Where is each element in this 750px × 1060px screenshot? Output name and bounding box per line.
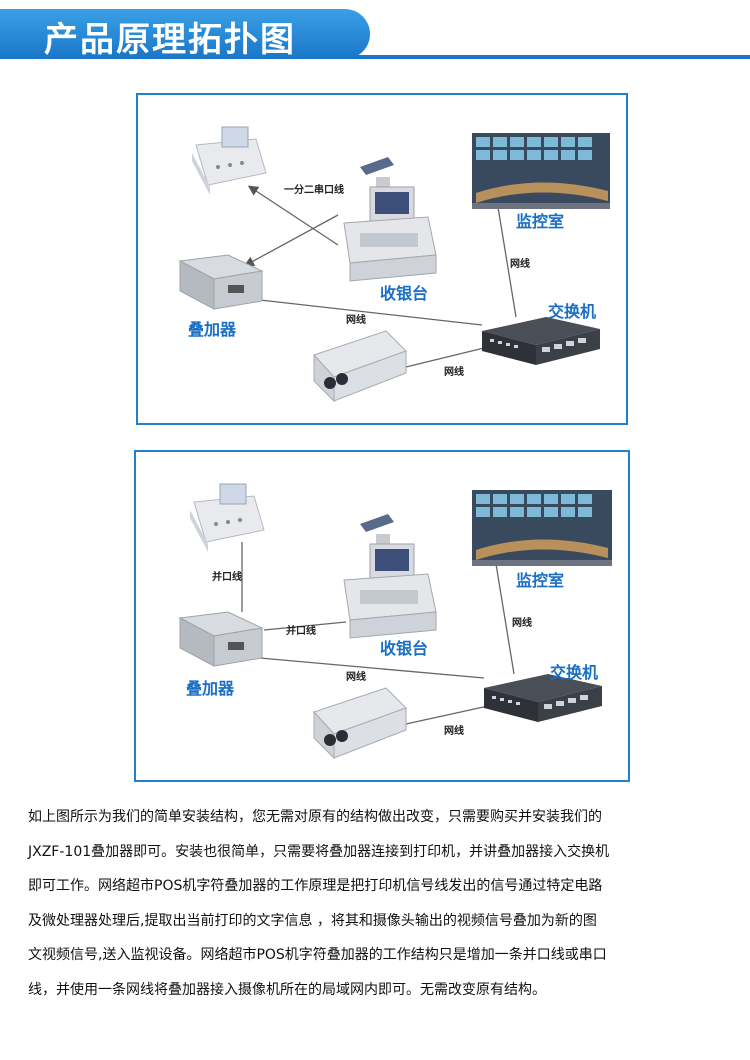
label-net-monitor: 网线 <box>510 257 530 270</box>
description-line: 及微处理器处理后,提取出当前打印的文字信息 ，将其和摄像头输出的视频信号叠加为新… <box>28 912 597 929</box>
page-title: 产品原理拓扑图 <box>44 20 296 60</box>
net-line-overlay-switch <box>259 299 483 326</box>
description-line: 如上图所示为我们的简单安装结构，您无需对原有的结构做出改变，只需要购买并安装我们… <box>28 809 602 825</box>
printer-icon <box>190 483 265 552</box>
description-line: 线，并使用一条网线将叠加器接入摄像机所在的局域网内即可。无需改变原有结构。 <box>28 981 546 998</box>
label-cash-register: 收银台 <box>380 639 428 658</box>
serial-line-to-printer <box>247 185 339 246</box>
label-parallel-cable-register: 并口线 <box>286 624 316 637</box>
label-net-camera: 网线 <box>444 724 464 737</box>
net-line-monitor-switch <box>497 206 517 318</box>
cash-register-icon <box>343 157 437 282</box>
net-line-monitor-switch <box>495 563 515 675</box>
label-switch: 交换机 <box>548 302 596 321</box>
label-monitor-room: 监控室 <box>516 571 564 590</box>
topology-diagram-serial: 监控室 收银台 叠加器 交换机 一分二串口线 网线 网线 网线 <box>136 93 628 425</box>
net-line-overlay-switch <box>259 657 485 679</box>
description-line: JXZF-101叠加器即可。安装也很简单，只需要将叠加器连接到打印机，并讲叠加器… <box>28 843 610 860</box>
header-tab <box>0 9 370 59</box>
label-parallel-cable-printer: 并口线 <box>212 570 242 583</box>
diagram-canvas: 监控室 收银台 叠加器 交换机 一分二串口线 网线 网线 网线 <box>178 126 610 403</box>
serial-line-to-overlay <box>243 214 339 267</box>
label-net-overlay: 网线 <box>346 670 366 683</box>
monitor-room-icon <box>472 133 610 209</box>
header-underline <box>0 55 750 59</box>
description-line: 即可工作。网络超市POS机字符叠加器的工作原理是把打印机信号线发出的信号通过特定… <box>28 878 603 894</box>
label-overlay: 叠加器 <box>186 679 235 698</box>
label-net-monitor: 网线 <box>512 616 532 629</box>
label-switch: 交换机 <box>550 663 598 682</box>
net-line-camera-switch <box>405 346 489 368</box>
camera-icon <box>313 687 407 760</box>
overlay-device-icon <box>178 254 264 310</box>
label-overlay: 叠加器 <box>188 320 237 339</box>
label-serial-cable: 一分二串口线 <box>284 183 344 196</box>
label-net-camera: 网线 <box>444 365 464 378</box>
connection-lines <box>241 542 515 725</box>
label-net-overlay: 网线 <box>346 313 366 326</box>
description-line: 文视频信号,送入监视设备。网络超市POS机字符叠加器的工作结构只是增加一条并口线… <box>28 947 607 963</box>
description-text: 如上图所示为我们的简单安装结构，您无需对原有的结构做出改变，只需要购买并安装我们… <box>28 800 728 1007</box>
label-monitor-room: 监控室 <box>516 212 564 231</box>
camera-icon <box>313 330 407 403</box>
overlay-device-icon <box>178 611 264 667</box>
topology-diagram-parallel: 监控室 收银台 叠加器 交换机 并口线 并口线 网线 网线 网线 <box>134 450 630 782</box>
header-bar: 产品原理拓扑图 <box>0 0 750 62</box>
printer-icon <box>192 126 267 195</box>
network-switch-icon <box>484 674 602 722</box>
connection-lines <box>243 185 517 368</box>
network-switch-icon <box>482 317 600 365</box>
net-line-camera-switch <box>405 705 489 725</box>
label-cash-register: 收银台 <box>380 284 428 303</box>
diagram-canvas: 监控室 收银台 叠加器 交换机 并口线 并口线 网线 网线 网线 <box>178 483 612 760</box>
cash-register-icon <box>343 514 437 639</box>
parallel-line-overlay-register <box>263 621 347 631</box>
monitor-room-icon <box>472 490 612 566</box>
